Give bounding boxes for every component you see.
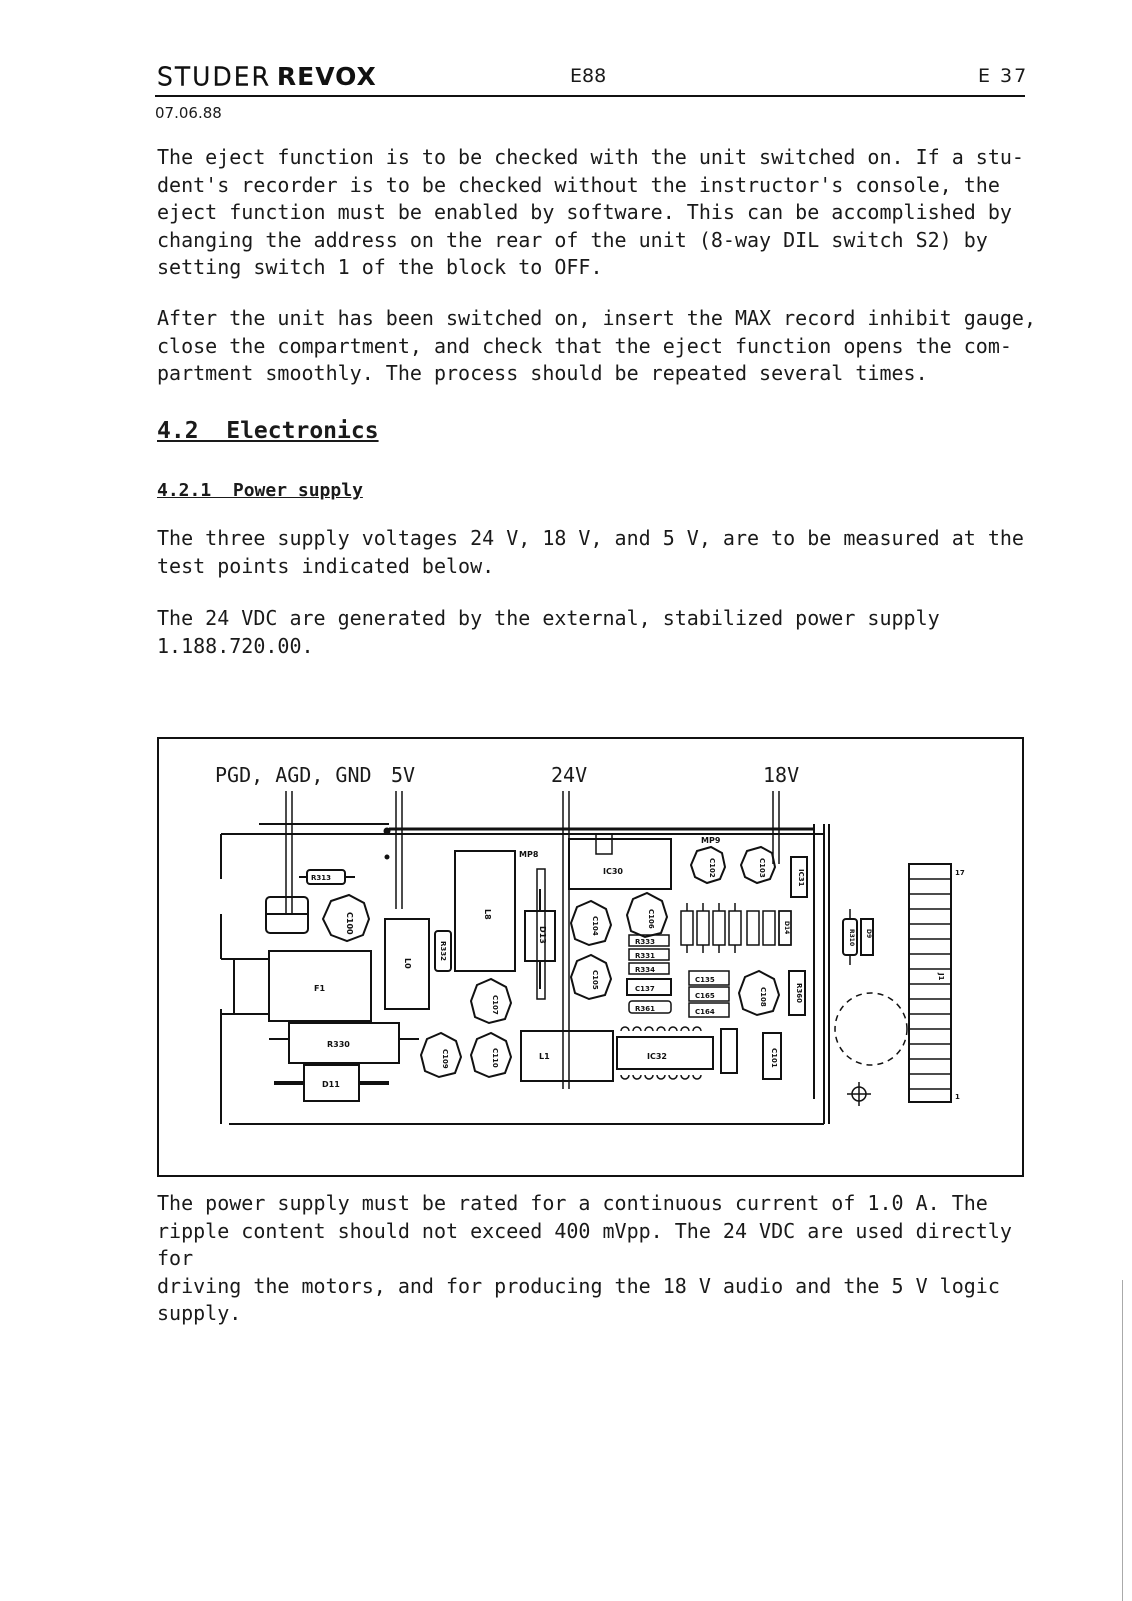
d13-label: D13	[538, 926, 547, 944]
page-number: E 37	[978, 65, 1029, 87]
capacitor-c108: C108	[737, 969, 781, 1017]
j1-pin17-label: 17	[955, 869, 965, 877]
resistor-r330: R330	[269, 1022, 419, 1064]
r334-label: R334	[635, 966, 655, 974]
capacitor-c106: C106	[625, 891, 669, 939]
c137-label: C137	[635, 985, 655, 993]
c107-label: C107	[491, 995, 499, 1015]
c164-label: C164	[695, 1008, 715, 1016]
mounting-hole-icon	[847, 1082, 871, 1106]
d11-label: D11	[322, 1080, 340, 1089]
r333-label: R333	[635, 938, 655, 946]
inductor-l8: L8	[454, 850, 516, 972]
header-rule	[155, 95, 1025, 97]
board-outline	[220, 824, 830, 1125]
c105-label: C105	[591, 970, 599, 990]
test-point-label-gnd: PGD, AGD, GND	[215, 763, 372, 787]
r313-label: R313	[311, 874, 331, 882]
logo-revox: REVOX	[276, 62, 377, 91]
ic32-label: IC32	[647, 1052, 667, 1061]
l1-label: L1	[539, 1052, 550, 1061]
test-point-label-18v: 18V	[763, 763, 800, 787]
paragraph-eject-function: The eject function is to be checked with…	[157, 145, 1024, 279]
ic-ic30: IC30	[568, 833, 672, 890]
c106-label: C106	[647, 909, 655, 929]
resistor-array-left: R333 R331 R334	[628, 934, 670, 975]
resistor-r360: R360	[788, 970, 806, 1016]
capacitor-c137: C137	[626, 978, 672, 996]
resistor-r313: R313	[299, 869, 355, 885]
ic-ic31: IC31	[790, 856, 808, 898]
capacitor-c101: C101	[762, 1032, 782, 1080]
d9-label: D9	[865, 929, 872, 938]
model-number: E88	[570, 65, 607, 87]
capacitor-c107: C107	[469, 977, 513, 1025]
test-point-label-5v: 5V	[391, 763, 416, 787]
fuse-f1: F1	[268, 950, 372, 1022]
capacitor-c103: C103	[739, 845, 777, 885]
inductor-l0: L0	[384, 918, 430, 1010]
resistor-r332: R332	[434, 930, 452, 972]
diode-d9: D9	[860, 918, 874, 956]
resistor-r310: R310	[842, 909, 858, 965]
logo-studer: STUDER	[156, 61, 271, 91]
c165-label: C165	[695, 992, 715, 1000]
d14-label: D14	[783, 921, 790, 934]
capacitor-c110: C110	[469, 1031, 513, 1079]
ground-test-block	[265, 896, 309, 934]
r361-label: R361	[635, 1005, 655, 1013]
r360-label: R360	[795, 983, 803, 1003]
diode-d13: D13	[524, 889, 556, 989]
ic31-label: IC31	[797, 869, 805, 887]
j1-pin1-label: 1	[955, 1093, 960, 1101]
c135-label: C135	[695, 976, 715, 984]
capacitor-c100: C100	[321, 893, 371, 943]
paragraph-supply-voltages: The three supply voltages 24 V, 18 V, an…	[157, 526, 1024, 578]
capacitor-c104: C104	[569, 899, 613, 947]
r332-label: R332	[439, 941, 447, 961]
c101-label: C101	[770, 1048, 778, 1068]
r310-label: R310	[848, 929, 855, 946]
diode-d11: D11	[274, 1064, 389, 1102]
document-date: 07.06.88	[155, 104, 222, 122]
ic-ic32: IC32	[616, 1026, 714, 1080]
capacitor-c105: C105	[569, 953, 613, 1001]
paragraph-eject-check: After the unit has been switched on, ins…	[157, 306, 1036, 385]
c110-label: C110	[491, 1048, 499, 1068]
f1-label: F1	[314, 984, 325, 993]
paragraph-rating: The power supply must be rated for a con…	[157, 1191, 1012, 1325]
mp8-label: MP8	[519, 850, 539, 859]
ic30-label: IC30	[603, 867, 623, 876]
l0-label: L0	[403, 958, 412, 969]
scan-edge-line	[1122, 1280, 1123, 1601]
c108-label: C108	[759, 987, 767, 1007]
c109-label: C109	[441, 1049, 449, 1069]
dashed-outline	[834, 992, 908, 1066]
capacitor-stack: C135 C165 C164	[688, 970, 730, 1018]
c100-label: C100	[345, 912, 354, 935]
capacitor-c109: C109	[419, 1031, 463, 1079]
mp9-label: MP9	[701, 836, 721, 845]
j1-label: J1	[937, 972, 945, 981]
test-point-label-24v: 24V	[551, 763, 588, 787]
connector-j1: 17 1 J1	[908, 863, 965, 1103]
resistor-r361: R361	[628, 1000, 672, 1014]
l8-label: L8	[483, 909, 492, 920]
diode-d14: D14	[778, 910, 792, 946]
paragraph-external-supply: The 24 VDC are generated by the external…	[157, 606, 940, 658]
c102-label: C102	[708, 858, 716, 878]
section-heading-electronics: 4.2 Electronics	[157, 418, 379, 444]
capacitor-c102: C102	[689, 845, 727, 885]
r330-label: R330	[327, 1040, 350, 1049]
r331-label: R331	[635, 952, 655, 960]
pcb-layout-drawing: R313 C100 F1 R330 D11	[220, 791, 965, 1125]
subsection-heading-power-supply: 4.2.1 Power supply	[157, 480, 363, 501]
pcb-test-point-figure: PGD, AGD, GND 5V 24V 18V	[157, 737, 1024, 1177]
c104-label: C104	[591, 916, 599, 936]
resistor-bank-right	[680, 903, 792, 953]
c103-label: C103	[758, 858, 766, 878]
inductor-l1: L1	[520, 1030, 614, 1082]
